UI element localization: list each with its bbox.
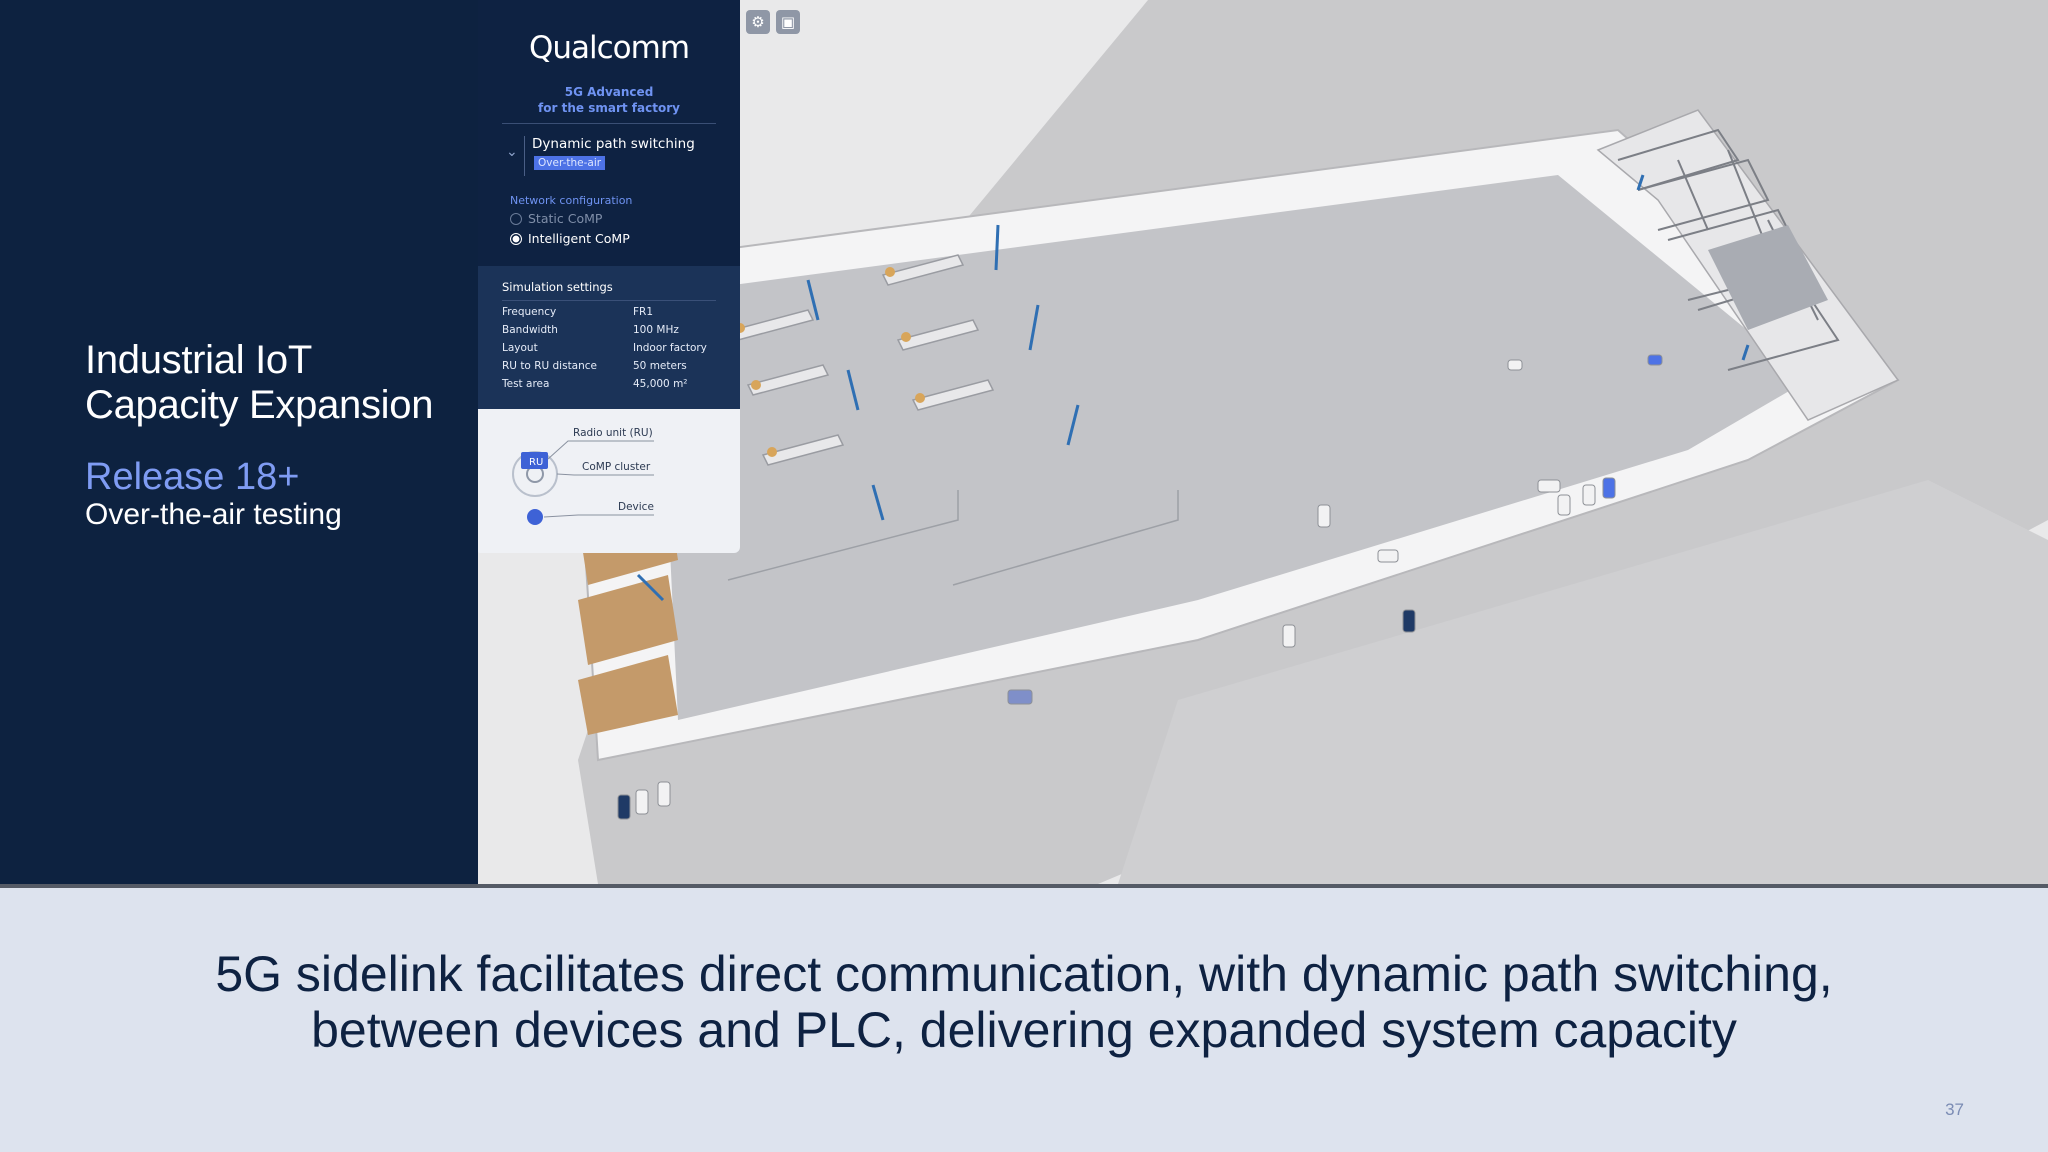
- scenario-badge: Over-the-air: [534, 156, 606, 170]
- radio-static-comp[interactable]: Static CoMP: [510, 210, 740, 227]
- production-robots: [735, 267, 925, 457]
- divider: [524, 136, 525, 176]
- qualcomm-logo: Qualcomm: [528, 30, 690, 66]
- left-title-band: Industrial IoT Capacity Expansion Releas…: [0, 0, 478, 884]
- sim-value: 100 MHz: [633, 324, 679, 336]
- radio-button-icon[interactable]: [510, 212, 522, 225]
- sim-value: Indoor factory: [633, 342, 707, 354]
- sim-key: Layout: [502, 342, 538, 354]
- legend: RU Radio unit (RU) CoMP cluster Device: [478, 409, 740, 553]
- sim-row: RU to RU distance 50 meters: [502, 360, 716, 373]
- caption-line: between devices and PLC, delivering expa…: [311, 1002, 1737, 1058]
- panel-header: Qualcomm 5G Advanced for the smart facto…: [478, 0, 740, 266]
- slide-caption: 5G sidelink facilitates direct communica…: [0, 946, 2048, 1058]
- legend-device: Device: [618, 501, 654, 513]
- factory-3d-viewport[interactable]: [478, 0, 2048, 884]
- divider: [502, 123, 716, 124]
- settings-icon[interactable]: ⚙: [746, 10, 770, 34]
- sim-row: Frequency FR1: [502, 306, 716, 319]
- radio-intelligent-comp[interactable]: Intelligent CoMP: [510, 230, 740, 247]
- factory-floor: [658, 175, 1808, 720]
- sim-key: RU to RU distance: [502, 360, 598, 372]
- production-lines: [731, 254, 995, 466]
- sim-value: FR1: [633, 306, 654, 318]
- simulation-settings-title: Simulation settings: [502, 280, 716, 301]
- network-configuration-label: Network configuration: [510, 194, 633, 207]
- slide-stage: Industrial IoT Capacity Expansion Releas…: [0, 0, 2048, 884]
- viewport-toolbar: ⚙ ▣: [746, 10, 800, 34]
- control-panel: Qualcomm 5G Advanced for the smart facto…: [478, 0, 740, 553]
- scenario-dropdown[interactable]: ⌄ Dynamic path switching Over-the-air: [502, 136, 740, 178]
- parking-lot: [1118, 480, 2048, 884]
- sim-key: Test area: [502, 378, 550, 390]
- panel-tagline: 5G Advanced for the smart factory: [478, 84, 740, 116]
- sim-row: Layout Indoor factory: [502, 342, 716, 355]
- sim-row: Bandwidth 100 MHz: [502, 324, 716, 337]
- slide-title: Industrial IoT Capacity Expansion: [85, 338, 433, 428]
- image-icon[interactable]: ▣: [776, 10, 800, 34]
- scenario-title: Dynamic path switching: [532, 136, 695, 152]
- release-label: Release 18+: [85, 456, 300, 498]
- page-number: 37: [1945, 1100, 1964, 1119]
- legend-comp-cluster: CoMP cluster: [582, 461, 651, 473]
- chevron-down-icon[interactable]: ⌄: [506, 144, 518, 160]
- parked-cars: [617, 354, 1663, 820]
- slide-title-line: Industrial IoT: [85, 338, 313, 382]
- factory-floor-render: [566, 0, 2048, 884]
- sim-row: Test area 45,000 m²: [502, 378, 716, 391]
- simulation-settings: Simulation settings Frequency FR1 Bandwi…: [478, 266, 740, 409]
- sim-key: Bandwidth: [502, 324, 558, 336]
- device-icon: [527, 509, 543, 525]
- caption-band: 5G sidelink facilitates direct communica…: [0, 884, 2048, 1152]
- radio-button-icon[interactable]: [510, 232, 522, 245]
- sim-key: Frequency: [502, 306, 557, 318]
- caption-line: 5G sidelink facilitates direct communica…: [215, 946, 1833, 1002]
- legend-graphic: [512, 440, 654, 525]
- ru-badge-label: RU: [529, 457, 544, 468]
- sim-value: 50 meters: [633, 360, 687, 372]
- tagline-line: for the smart factory: [538, 101, 680, 115]
- release-subtitle: Over-the-air testing: [85, 498, 342, 531]
- sim-value: 45,000 m²: [633, 378, 688, 390]
- legend-radio-unit: Radio unit (RU): [573, 427, 653, 439]
- slide-title-line: Capacity Expansion: [85, 383, 434, 427]
- tagline-line: 5G Advanced: [564, 85, 654, 99]
- ru-badge-icon: [521, 452, 548, 469]
- radio-label: Static CoMP: [528, 211, 603, 226]
- device-zones: [727, 490, 1179, 586]
- radio-label: Intelligent CoMP: [528, 231, 630, 246]
- office-room-large: [1708, 225, 1828, 330]
